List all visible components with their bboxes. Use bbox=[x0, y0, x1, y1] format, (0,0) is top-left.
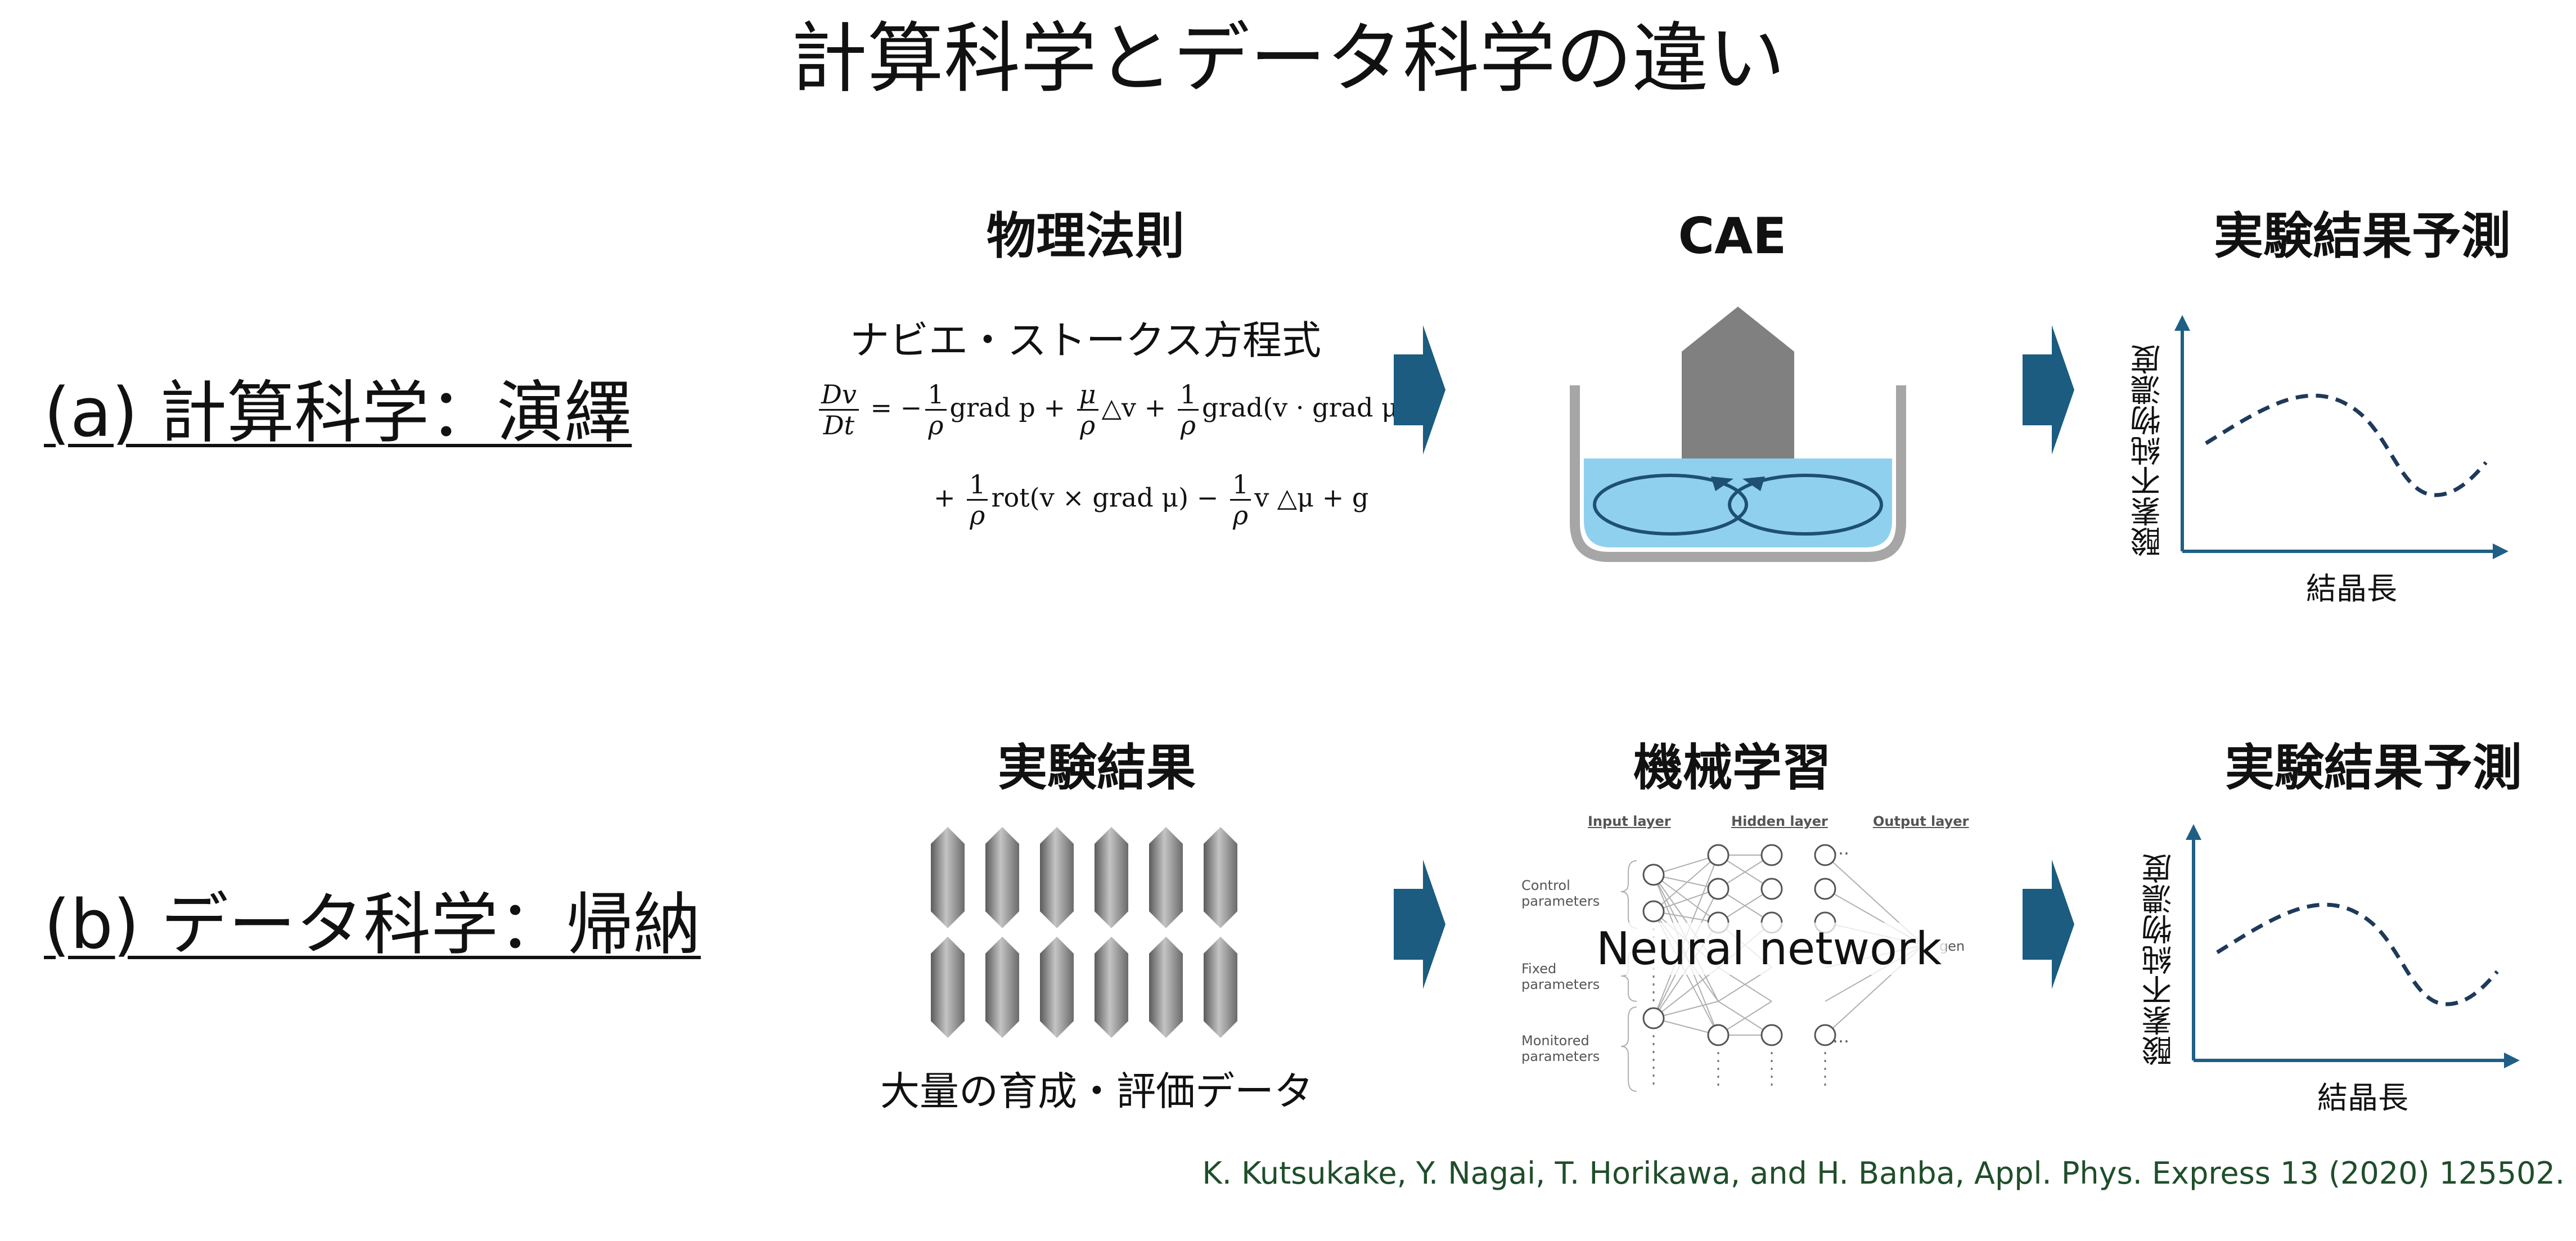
nn-input-control: Control parameters bbox=[1521, 878, 1600, 909]
chart-b-x-label: 結晶長 bbox=[2317, 1080, 2408, 1116]
citation-reference: K. Kutsukake, Y. Nagai, T. Horikawa, and… bbox=[1202, 1155, 2565, 1191]
neural-network-overlay-label: Neural network bbox=[1592, 923, 1947, 975]
row-b-data-caption: 大量の育成・評価データ bbox=[880, 1068, 1313, 1114]
right-convection-loop bbox=[1728, 474, 1883, 536]
left-convection-loop bbox=[1593, 474, 1748, 536]
chart-a-trend-curve bbox=[2205, 393, 2488, 497]
arrow-row-b-1 bbox=[1394, 860, 1445, 989]
row-a-stage1-title: 物理法則 bbox=[986, 207, 1185, 265]
chart-a-y-label: 酸素不純物濃度 bbox=[2131, 344, 2166, 557]
row-b-stage1-title: 実験結果 bbox=[997, 739, 1196, 797]
crystal-ingot bbox=[1682, 307, 1794, 458]
prediction-chart-a bbox=[2174, 315, 2509, 559]
arrow-row-b-2 bbox=[2023, 860, 2074, 989]
melt-liquid bbox=[1584, 458, 1892, 547]
crucible-vessel bbox=[1570, 385, 1906, 562]
nn-input-layer-header: Input layer bbox=[1588, 813, 1671, 829]
ingot-array-illustration bbox=[931, 827, 1237, 1038]
cae-crucible-illustration bbox=[1570, 307, 1906, 562]
chart-b-y-label: 酸素不純物濃度 bbox=[2142, 853, 2177, 1066]
right-flow-arrowhead bbox=[1742, 476, 1765, 491]
row-a-label: (a) 計算科学：演繹 bbox=[44, 374, 632, 452]
chart-a-x-label: 結晶長 bbox=[2306, 571, 2397, 606]
nn-hidden-layer-header: Hidden layer bbox=[1731, 813, 1828, 829]
nn-input-fixed: Fixed parameters bbox=[1521, 961, 1600, 992]
slide-title: 計算科学とデータ科学の違い bbox=[791, 15, 1785, 104]
nn-input-monitored: Monitored parameters bbox=[1521, 1033, 1600, 1064]
prediction-chart-b bbox=[2186, 824, 2520, 1068]
row-b-stage2-title: 機械学習 bbox=[1633, 739, 1831, 797]
arrow-row-a-1 bbox=[1394, 325, 1445, 455]
left-flow-arrowhead bbox=[1711, 476, 1733, 491]
row-a-stage3-title: 実験結果予測 bbox=[2213, 207, 2511, 265]
nn-output-layer-header: Output layer bbox=[1873, 813, 1969, 829]
row-a-equation-name: ナビエ・ストークス方程式 bbox=[850, 317, 1321, 363]
row-b-label: (b) データ科学：帰納 bbox=[44, 886, 701, 964]
chart-b-trend-curve bbox=[2216, 902, 2499, 1006]
arrow-row-a-2 bbox=[2023, 325, 2074, 455]
row-b-stage3-title: 実験結果予測 bbox=[2224, 739, 2522, 797]
row-a-stage2-title: CAE bbox=[1678, 207, 1787, 265]
